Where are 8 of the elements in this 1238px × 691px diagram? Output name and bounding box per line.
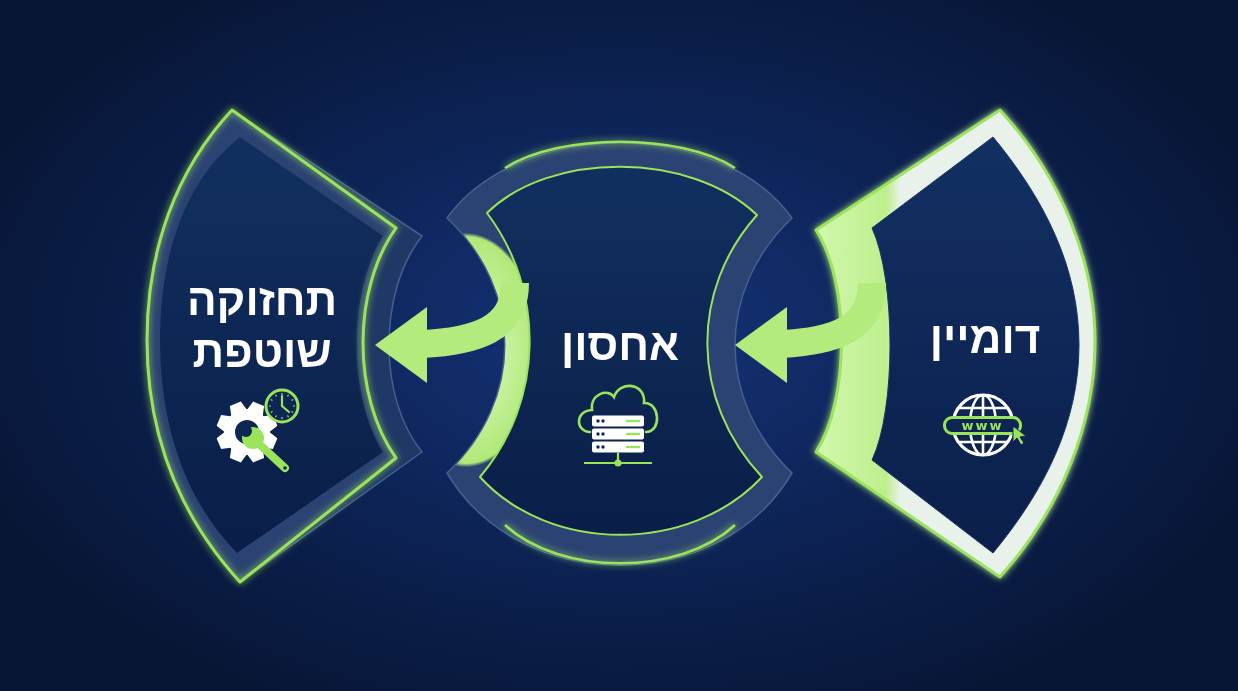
panel-title: תחזוקה שוטפת bbox=[185, 274, 339, 378]
address-bar: www bbox=[943, 416, 1022, 435]
sector-panel bbox=[813, 107, 1099, 581]
panel-title: דומיין bbox=[929, 312, 1041, 364]
rounded-panel bbox=[446, 142, 794, 567]
sector-panel bbox=[145, 107, 424, 585]
panel-title: אחסון bbox=[560, 319, 680, 371]
curved-arrow bbox=[734, 281, 886, 383]
